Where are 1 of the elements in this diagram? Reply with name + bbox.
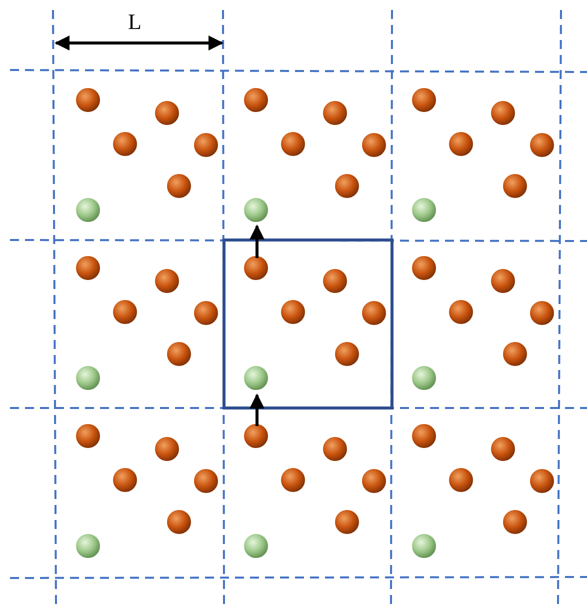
dimension-label: L (128, 10, 142, 34)
